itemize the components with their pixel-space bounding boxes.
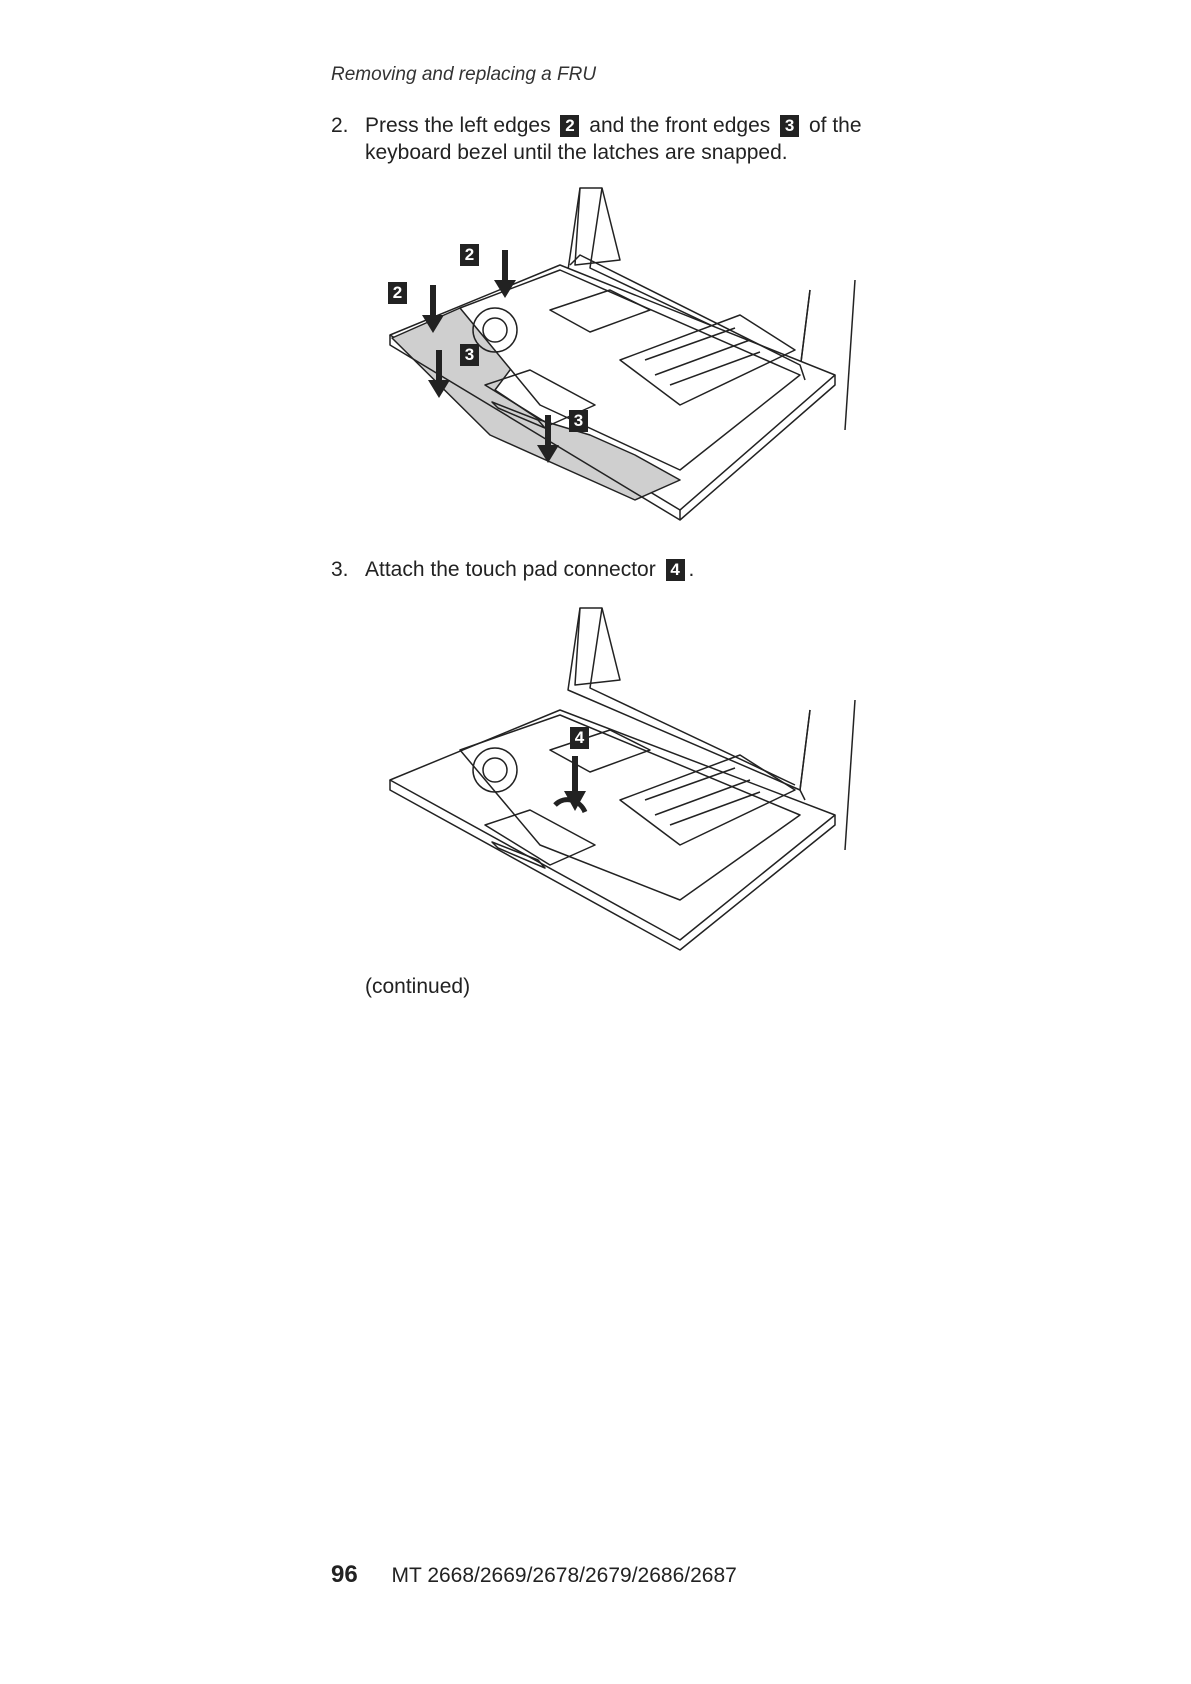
connector-arrow [560, 756, 590, 816]
fig2-callout-4: 4 [570, 727, 589, 749]
press-arrows [400, 240, 600, 470]
continued-note: (continued) [365, 975, 470, 999]
step-text: Press the left edges 2 and the front edg… [365, 112, 905, 166]
callout-4: 4 [666, 559, 685, 581]
machine-types: MT 2668/2669/2678/2679/2686/2687 [392, 1564, 737, 1587]
page-footer: 96 MT 2668/2669/2678/2679/2686/2687 [331, 1561, 737, 1589]
page-number: 96 [331, 1561, 358, 1588]
step-number: 2. [331, 112, 349, 139]
step-number: 3. [331, 556, 349, 583]
running-header: Removing and replacing a FRU [331, 64, 596, 86]
step-text: Attach the touch pad connector 4. [365, 556, 905, 583]
laptop-illustration-touchpad [380, 600, 870, 960]
callout-3: 3 [780, 115, 799, 137]
callout-2: 2 [560, 115, 579, 137]
